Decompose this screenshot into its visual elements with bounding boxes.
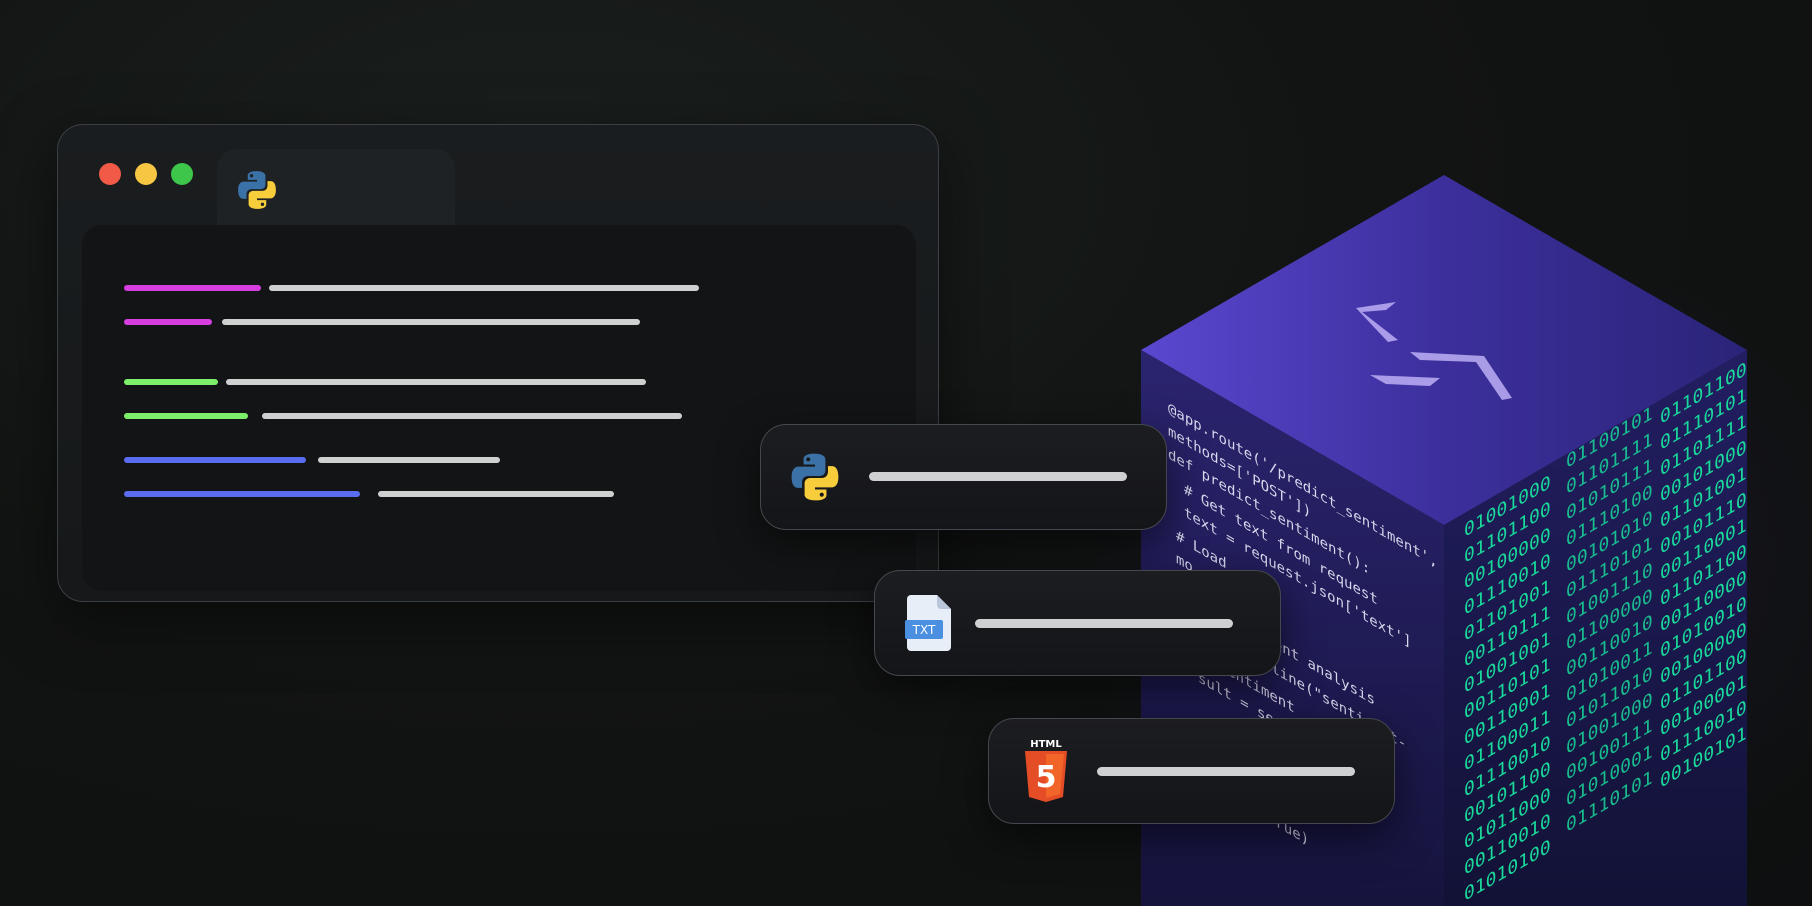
code-brackets-logo-icon — [1356, 302, 1512, 400]
minimize-button[interactable] — [135, 163, 157, 185]
code-line-string — [124, 379, 218, 385]
file-name-placeholder — [1097, 767, 1355, 776]
maximize-button[interactable] — [171, 163, 193, 185]
code-line-function — [124, 491, 360, 497]
file-name-placeholder — [869, 472, 1127, 481]
html5-icon: HTML 5 — [1025, 739, 1067, 802]
file-card-python[interactable] — [760, 424, 1167, 530]
svg-text:5: 5 — [1036, 760, 1057, 795]
file-card-html[interactable]: HTML 5 — [988, 718, 1395, 824]
code-line-keyword — [124, 319, 212, 325]
file-card-txt[interactable]: TXT — [874, 570, 1281, 676]
code-editor-window — [57, 124, 939, 602]
close-button[interactable] — [99, 163, 121, 185]
python-icon — [238, 171, 276, 209]
code-line — [318, 457, 500, 463]
svg-text:TXT: TXT — [912, 623, 936, 637]
svg-text:HTML: HTML — [1030, 739, 1062, 750]
code-panel — [82, 225, 916, 591]
code-line-keyword — [124, 285, 261, 291]
code-line — [378, 491, 614, 497]
python-icon — [791, 453, 839, 501]
code-line-function — [124, 457, 306, 463]
code-line — [226, 379, 646, 385]
code-line — [262, 413, 682, 419]
code-line — [269, 285, 699, 291]
code-line-string — [124, 413, 248, 419]
cube-right-face — [1444, 350, 1747, 906]
txt-file-icon: TXT — [905, 595, 951, 651]
code-line — [222, 319, 640, 325]
file-name-placeholder — [975, 619, 1233, 628]
